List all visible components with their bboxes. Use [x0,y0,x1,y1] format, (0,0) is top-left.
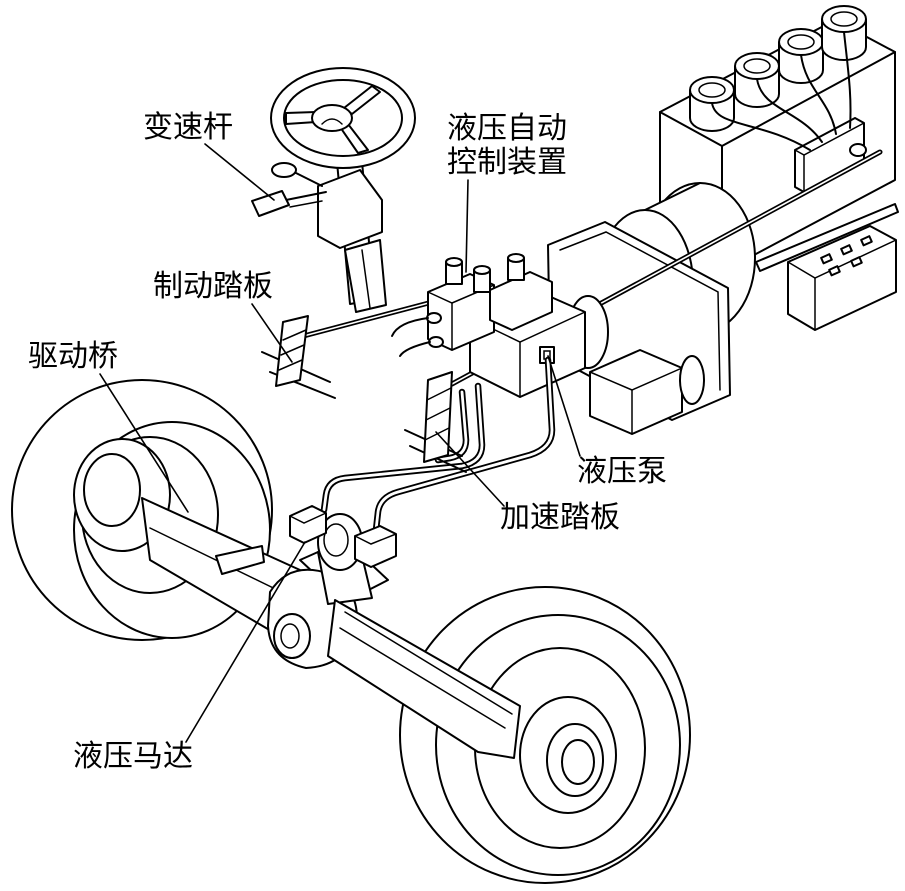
leader-gear-lever [204,143,275,201]
control-line-2 [399,341,431,357]
label-hydraulic-motor: 液压马达 [73,739,193,774]
port-2 [428,336,444,348]
spring-pad-left [215,545,265,575]
brake-pedal [261,315,336,399]
accelerator-pedal [404,371,467,473]
port-1 [426,312,442,324]
gear-lever [251,162,327,217]
label-brake-pedal: 制动踏板 [153,269,273,304]
leader-control-device [465,179,469,273]
pedal-tube [434,388,470,464]
motor-port-block-1 [289,505,327,544]
label-control-device-line2: 控制装置 [447,145,567,180]
leader-lines [99,143,581,743]
hydraulic-control-device [391,253,553,357]
leader-drive-axle [99,373,189,513]
cylinder-top [821,5,867,33]
terminal-2 [840,244,853,256]
adapter-plate-edge [559,231,721,391]
steering-hub [311,104,353,132]
hydraulic-motor [289,505,397,605]
leader-hydraulic-motor [185,541,306,743]
steering-wheel [270,67,416,169]
aux-body [589,349,683,435]
labels: 变速杆 液压自动 控制装置 制动踏板 驱动桥 液压泵 加速踏板 液压马达 [28,110,667,774]
cylinder-cap [830,11,858,27]
label-gear-lever: 变速杆 [143,110,233,145]
differential-cover-inner [280,623,300,649]
horn-mark [321,118,343,125]
engine-cylinder-2 [734,52,780,108]
terminal-1 [820,253,833,265]
pressure-tube [372,356,556,534]
label-control-device-line1: 液压自动 [447,111,567,146]
turn-signal-stalk [293,171,323,187]
cylinder-cap [698,82,726,98]
valve-2 [473,265,491,293]
label-drive-axle: 驱动桥 [28,339,118,374]
injector-line-2 [756,78,823,143]
cylinder-top [734,52,780,80]
accelerator-pedal-pad [423,371,453,463]
gear-lever-rod-2 [289,200,323,208]
left-hub-inner [83,453,141,527]
gear-lever-rod [285,191,327,201]
right-hub-center [561,739,595,785]
label-accelerator-pedal: 加速踏板 [500,500,620,535]
leader-brake-pedal [251,303,293,363]
right-hub [519,696,617,814]
cylinder-cap [787,34,815,50]
column-line [361,249,371,309]
leader-accelerator-pedal [435,431,505,507]
differential-cover [273,613,311,659]
axle-beam-right-line-2 [344,611,513,715]
injector-line-4 [843,31,852,129]
brake-rod [293,297,443,341]
floor-line-4 [409,445,467,473]
label-hydraulic-pump: 液压泵 [577,454,667,489]
cylinder-cap [743,58,771,74]
valve-1 [445,257,463,285]
return-tube [320,382,486,514]
control-line [391,317,429,337]
valve-3 [507,253,525,281]
terminal-5 [850,256,863,268]
cylinder-top [689,76,735,104]
axle-beam-right-line [339,627,506,729]
mounting-bar [755,203,899,272]
motor-end [323,523,349,557]
auxiliary-unit [589,349,705,435]
engine-cylinder-3 [778,28,824,84]
control-box [755,203,899,331]
gear-lever-knob [251,190,290,217]
steering-column [317,137,387,313]
motor-port-block-2 [354,525,397,568]
terminal-3 [860,235,873,247]
cylinder-top [778,28,824,56]
turn-signal-knob [271,162,297,178]
control-manifold [489,271,553,331]
column-housing [317,169,383,249]
engine-cylinder-4 [821,5,867,61]
oil-filler [849,143,867,157]
housing-top-edge [644,182,701,211]
terminal-4 [828,265,841,277]
injector-line-1 [711,102,811,151]
aux-shaft [679,355,705,405]
axle-beam-right [327,599,521,759]
leader-hydraulic-pump [547,355,581,457]
injector-line-3 [800,54,837,135]
